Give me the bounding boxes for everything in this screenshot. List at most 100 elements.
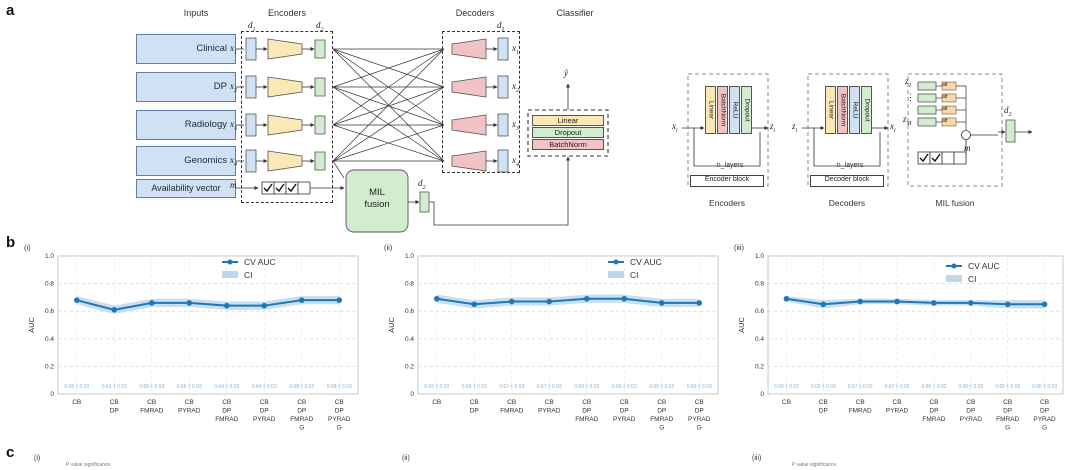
panel-letter-c: c	[6, 444, 15, 461]
cv-auc-point	[658, 300, 665, 306]
encoders-title: Encoders	[267, 8, 307, 18]
value-label: 0.68 ± 0.03	[327, 384, 352, 390]
cv-auc-point	[621, 295, 628, 302]
d1-label: d1	[248, 20, 256, 33]
value-label: 0.66 ± 0.03	[649, 384, 674, 390]
cv-auc-point	[223, 302, 230, 309]
dec-x4: x4	[512, 155, 519, 168]
c-text-iii: P value significance	[792, 462, 837, 468]
input-radiology: Radiology	[136, 110, 236, 140]
y-tick-label: 0.6	[755, 308, 764, 315]
classifier-dropout: Dropout	[532, 127, 604, 138]
input-genomics: Genomics	[136, 146, 236, 176]
mil-z1: z1	[905, 76, 912, 89]
dec-x3: x3	[512, 119, 519, 132]
value-label: 0.61 ± 0.03	[102, 384, 127, 390]
cv-auc-point	[186, 300, 193, 306]
y-tick-label: 0.2	[45, 363, 54, 370]
value-label: 0.65 ± 0.03	[1032, 384, 1057, 390]
legend-point-swatch	[613, 259, 619, 265]
encoders-group	[241, 31, 333, 203]
value-label: 0.66 ± 0.03	[177, 384, 202, 390]
cv-auc-point	[820, 301, 827, 308]
y-tick-label: 0.8	[755, 281, 764, 288]
legend-label-ci: CI	[244, 270, 253, 280]
chart-panel-label: (iii)	[734, 243, 744, 252]
y-axis-label: AUC	[387, 317, 396, 333]
enc-x2: x2	[230, 81, 237, 94]
cv-auc-point	[261, 302, 268, 309]
input-dp: DP	[136, 72, 236, 102]
value-label: 0.67 ± 0.02	[848, 384, 873, 390]
value-label: 0.65 ± 0.03	[811, 384, 836, 390]
legend-label-cv-auc: CV AUC	[630, 257, 662, 267]
architecture-diagram	[236, 37, 609, 233]
panel-letter-a: a	[6, 2, 15, 19]
cross-connections	[332, 48, 445, 162]
value-label: 0.69 ± 0.03	[424, 384, 449, 390]
legend-point-swatch	[951, 263, 957, 269]
cv-auc-point	[111, 307, 118, 313]
y-tick-label: 0.4	[45, 336, 54, 343]
cv-auc-point	[546, 298, 553, 305]
dec-x1: x1	[512, 43, 519, 56]
c-sub-ii: (ii)	[402, 455, 410, 462]
cv-auc-point	[73, 297, 80, 303]
enc-block-zi: zi	[770, 121, 776, 134]
value-label: 0.67 ± 0.03	[499, 384, 524, 390]
x-tick-label: CB	[72, 399, 81, 406]
legend-ci-swatch	[946, 275, 962, 282]
value-label: 0.66 ± 0.02	[921, 384, 946, 390]
enc-block-dropout: Dropout	[741, 86, 752, 134]
y-tick-label: 0.2	[405, 363, 414, 370]
cv-auc-point	[696, 300, 703, 306]
att-label-1: att	[942, 82, 948, 88]
legend-ci-swatch	[222, 271, 238, 278]
cv-auc-line	[76, 299, 340, 311]
value-label: 0.65 ± 0.03	[462, 384, 487, 390]
cv-auc-line	[436, 297, 700, 306]
mil-m: m	[964, 143, 971, 153]
value-label: 0.68 ± 0.03	[289, 384, 314, 390]
caption-decoders: Decoders	[828, 198, 866, 208]
value-label: 0.66 ± 0.02	[958, 384, 983, 390]
decoders-group	[442, 31, 520, 173]
y-tick-label: 1.0	[405, 253, 414, 260]
y-axis-label: AUC	[737, 317, 746, 333]
y-tick-label: 0.4	[755, 336, 764, 343]
ci-band	[436, 294, 700, 309]
legend-label-ci: CI	[630, 270, 639, 280]
y-tick-label: 0.8	[45, 281, 54, 288]
cv-auc-point	[968, 300, 974, 306]
y-axis-label: AUC	[27, 317, 36, 333]
cv-auc-point	[894, 298, 900, 305]
cv-auc-point	[857, 298, 863, 305]
att-label-4: att	[942, 118, 948, 124]
mil-d2-label: d2	[418, 178, 426, 191]
enc-x3: x3	[230, 119, 237, 132]
y-tick-label: 0	[410, 391, 414, 398]
x-tick-label: CB	[432, 399, 441, 406]
enc-n-layers: n_layers	[716, 162, 744, 169]
value-label: 0.65 ± 0.03	[995, 384, 1020, 390]
panel-letter-b: b	[6, 234, 16, 251]
cv-auc-point	[583, 295, 590, 302]
dec-block-dropout: Dropout	[861, 86, 872, 134]
y-tick-label: 0	[760, 391, 764, 398]
value-label: 0.64 ± 0.03	[252, 384, 277, 390]
enc-block-linear: Linear	[705, 86, 716, 134]
enc-block-relu: ReLU	[729, 86, 740, 134]
value-label: 0.69 ± 0.03	[574, 384, 599, 390]
inputs-title: Inputs	[183, 8, 209, 18]
